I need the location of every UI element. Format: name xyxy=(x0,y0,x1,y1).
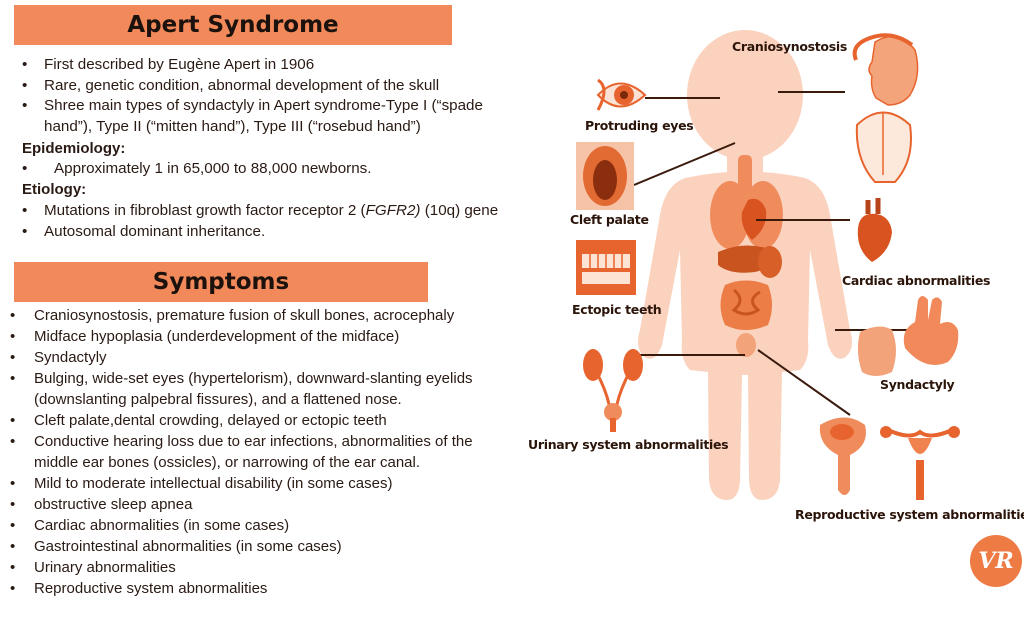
vr-logo: VR xyxy=(970,535,1022,587)
trachea xyxy=(738,155,752,195)
label-reproductive: Reproductive system abnormalities xyxy=(795,507,1024,522)
gene-name: FGFR2) xyxy=(365,202,421,219)
stomach xyxy=(758,246,782,278)
intestines xyxy=(720,280,772,330)
hand-illustration xyxy=(903,296,959,365)
list-item: Craniosynostosis, premature fusion of sk… xyxy=(0,305,510,326)
title-banner: Apert Syndrome xyxy=(14,5,452,45)
etiology-list: Mutations in fibroblast growth factor re… xyxy=(12,201,517,242)
intestine-coils xyxy=(731,288,761,316)
list-item: Cleft palate,dental crowding, delayed or… xyxy=(0,410,510,431)
list-item: Urinary abnormalities xyxy=(0,557,510,578)
connector-lines xyxy=(633,91,915,416)
intro-list: First described by Eugène Apert in 1906 … xyxy=(12,55,502,137)
symptoms-banner: Symptoms xyxy=(14,262,428,302)
epidemiology-list: Approximately 1 in 65,000 to 88,000 newb… xyxy=(12,159,502,180)
list-item: Approximately 1 in 65,000 to 88,000 newb… xyxy=(12,159,502,180)
head-illustration xyxy=(852,33,919,106)
bladder xyxy=(736,333,756,357)
internal-organs xyxy=(710,155,783,357)
list-item: Cardiac abnormalities (in some cases) xyxy=(0,515,510,536)
etiology-text: Mutations in fibroblast growth factor re… xyxy=(44,202,366,219)
list-item: Mutations in fibroblast growth factor re… xyxy=(12,201,517,222)
female-reproductive-illustration xyxy=(880,426,960,500)
label-cardiac: Cardiac abnormalities xyxy=(842,273,991,288)
label-ectopic-teeth: Ectopic teeth xyxy=(572,302,662,317)
heart xyxy=(741,198,767,240)
etiology-heading: Etiology: xyxy=(22,181,87,198)
label-protruding-eyes: Protruding eyes xyxy=(585,118,694,133)
urinary-illustration xyxy=(583,349,643,432)
list-item: First described by Eugène Apert in 1906 xyxy=(12,55,502,76)
label-syndactyly: Syndactyly xyxy=(880,377,955,392)
list-item: Conductive hearing loss due to ear infec… xyxy=(0,431,510,473)
label-urinary: Urinary system abnormalities xyxy=(528,437,729,452)
skull-illustration xyxy=(855,111,912,183)
etiology-text: (10q) gene xyxy=(420,202,499,219)
eye-illustration xyxy=(596,78,647,111)
heart-illustration xyxy=(857,198,892,262)
list-item: Autosomal dominant inheritance. xyxy=(12,222,517,243)
foot-illustration xyxy=(857,326,896,376)
symptoms-list: Craniosynostosis, premature fusion of sk… xyxy=(0,305,510,599)
list-item: Syndactyly xyxy=(0,347,510,368)
male-reproductive-illustration xyxy=(819,417,866,495)
list-item: obstructive sleep apnea xyxy=(0,494,510,515)
body-diagram xyxy=(576,30,960,500)
list-item: Shree main types of syndactyly in Apert … xyxy=(12,96,502,137)
list-item: Rare, genetic condition, abnormal develo… xyxy=(12,76,502,97)
list-item: Reproductive system abnormalities xyxy=(0,578,510,599)
list-item: Gastrointestinal abnormalities (in some … xyxy=(0,536,510,557)
list-item: Midface hypoplasia (underdevelopment of … xyxy=(0,326,510,347)
list-item: Bulging, wide-set eyes (hypertelorism), … xyxy=(0,368,510,410)
list-item: Mild to moderate intellectual disability… xyxy=(0,473,510,494)
left-lung xyxy=(710,181,750,249)
label-craniosynostosis: Craniosynostosis xyxy=(732,39,847,54)
epidemiology-heading: Epidemiology: xyxy=(22,140,126,157)
teeth-illustration xyxy=(576,240,636,295)
cleft-palate-illustration xyxy=(576,142,634,210)
label-cleft-palate: Cleft palate xyxy=(570,212,649,227)
